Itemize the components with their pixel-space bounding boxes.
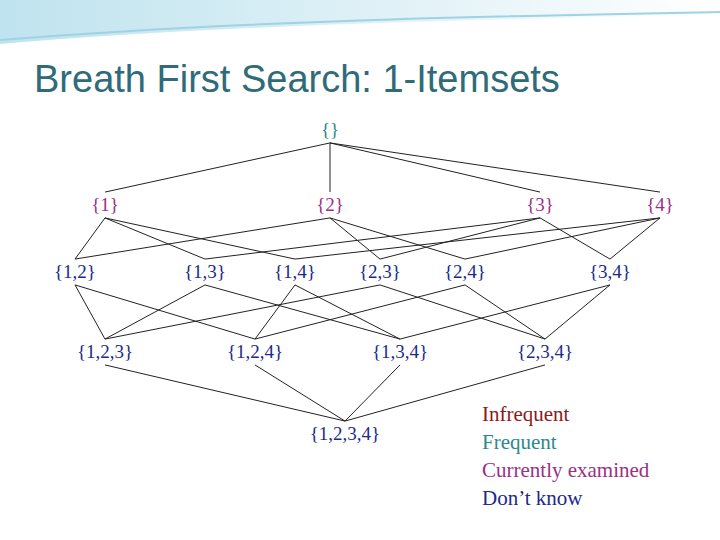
itemset-node: {1,2,4} xyxy=(223,339,287,365)
lattice-edge xyxy=(345,365,400,421)
itemset-node: {1,3} xyxy=(180,259,230,285)
itemset-node: {1,2,3} xyxy=(73,339,137,365)
legend-entry: Don’t know xyxy=(482,484,649,512)
lattice-edge xyxy=(105,143,330,192)
itemset-label: {1,2,4} xyxy=(227,341,283,363)
itemset-node: {1,2,3,4} xyxy=(306,421,385,447)
itemset-label: {2,3} xyxy=(359,261,401,283)
legend: InfrequentFrequentCurrently examinedDon’… xyxy=(482,400,649,512)
lattice-edge xyxy=(255,285,295,339)
itemset-node: {} xyxy=(317,117,343,143)
itemset-label: {2,3,4} xyxy=(517,341,573,363)
lattice-edge xyxy=(105,218,205,259)
lattice-edge xyxy=(330,143,331,192)
legend-label: Currently examined xyxy=(482,458,649,482)
lattice-edge xyxy=(105,365,345,421)
itemset-node: {2,3} xyxy=(355,259,405,285)
lattice-edge xyxy=(205,285,400,339)
lattice-edge xyxy=(540,218,610,259)
itemset-label: {1,3} xyxy=(184,261,226,283)
legend-label: Frequent xyxy=(482,430,557,454)
itemset-node: {2,4} xyxy=(440,259,490,285)
itemset-label: {3,4} xyxy=(589,261,631,283)
lattice-edge xyxy=(400,285,610,339)
itemset-label: {1,2} xyxy=(54,261,96,283)
lattice-edge xyxy=(465,218,660,259)
itemset-label: {1,2,3,4} xyxy=(310,423,381,445)
itemset-node: {4} xyxy=(642,192,678,218)
itemset-node: {1,3,4} xyxy=(368,339,432,365)
lattice-edge xyxy=(380,285,545,339)
itemset-label: {3} xyxy=(526,194,554,216)
lattice-edge xyxy=(205,218,540,259)
itemset-node: {3,4} xyxy=(585,259,635,285)
lattice-edge xyxy=(75,218,105,259)
legend-entry: Currently examined xyxy=(482,456,649,484)
itemset-node: {1,4} xyxy=(270,259,320,285)
itemset-label: {1,4} xyxy=(274,261,316,283)
lattice-edge xyxy=(545,285,610,339)
lattice-edge xyxy=(295,218,660,259)
lattice-edge xyxy=(330,143,540,192)
itemset-node: {1,2} xyxy=(50,259,100,285)
itemset-node: {2} xyxy=(312,192,348,218)
itemset-node: {2,3,4} xyxy=(513,339,577,365)
lattice-edge xyxy=(330,143,660,192)
lattice-edge xyxy=(75,285,255,339)
lattice-edge xyxy=(105,285,205,339)
lattice-edge xyxy=(255,365,345,421)
itemset-label: {1} xyxy=(91,194,119,216)
lattice-edge xyxy=(380,218,540,259)
lattice-edge xyxy=(75,218,330,259)
header-swoosh-line xyxy=(0,12,720,40)
legend-label: Infrequent xyxy=(482,402,569,426)
slide-title: Breath First Search: 1-Itemsets xyxy=(34,58,560,101)
itemset-label: {1,2,3} xyxy=(77,341,133,363)
itemset-label: {4} xyxy=(646,194,674,216)
lattice-edge xyxy=(105,285,380,339)
itemset-label: {1,3,4} xyxy=(372,341,428,363)
legend-entry: Frequent xyxy=(482,428,649,456)
legend-entry: Infrequent xyxy=(482,400,649,428)
itemset-node: {1} xyxy=(87,192,123,218)
itemset-label: {} xyxy=(321,119,339,141)
lattice-edge xyxy=(610,218,660,259)
itemset-node: {3} xyxy=(522,192,558,218)
lattice-edge xyxy=(295,285,400,339)
itemset-label: {2,4} xyxy=(444,261,486,283)
legend-label: Don’t know xyxy=(482,486,583,510)
itemset-label: {2} xyxy=(316,194,344,216)
header-swoosh xyxy=(0,0,720,44)
